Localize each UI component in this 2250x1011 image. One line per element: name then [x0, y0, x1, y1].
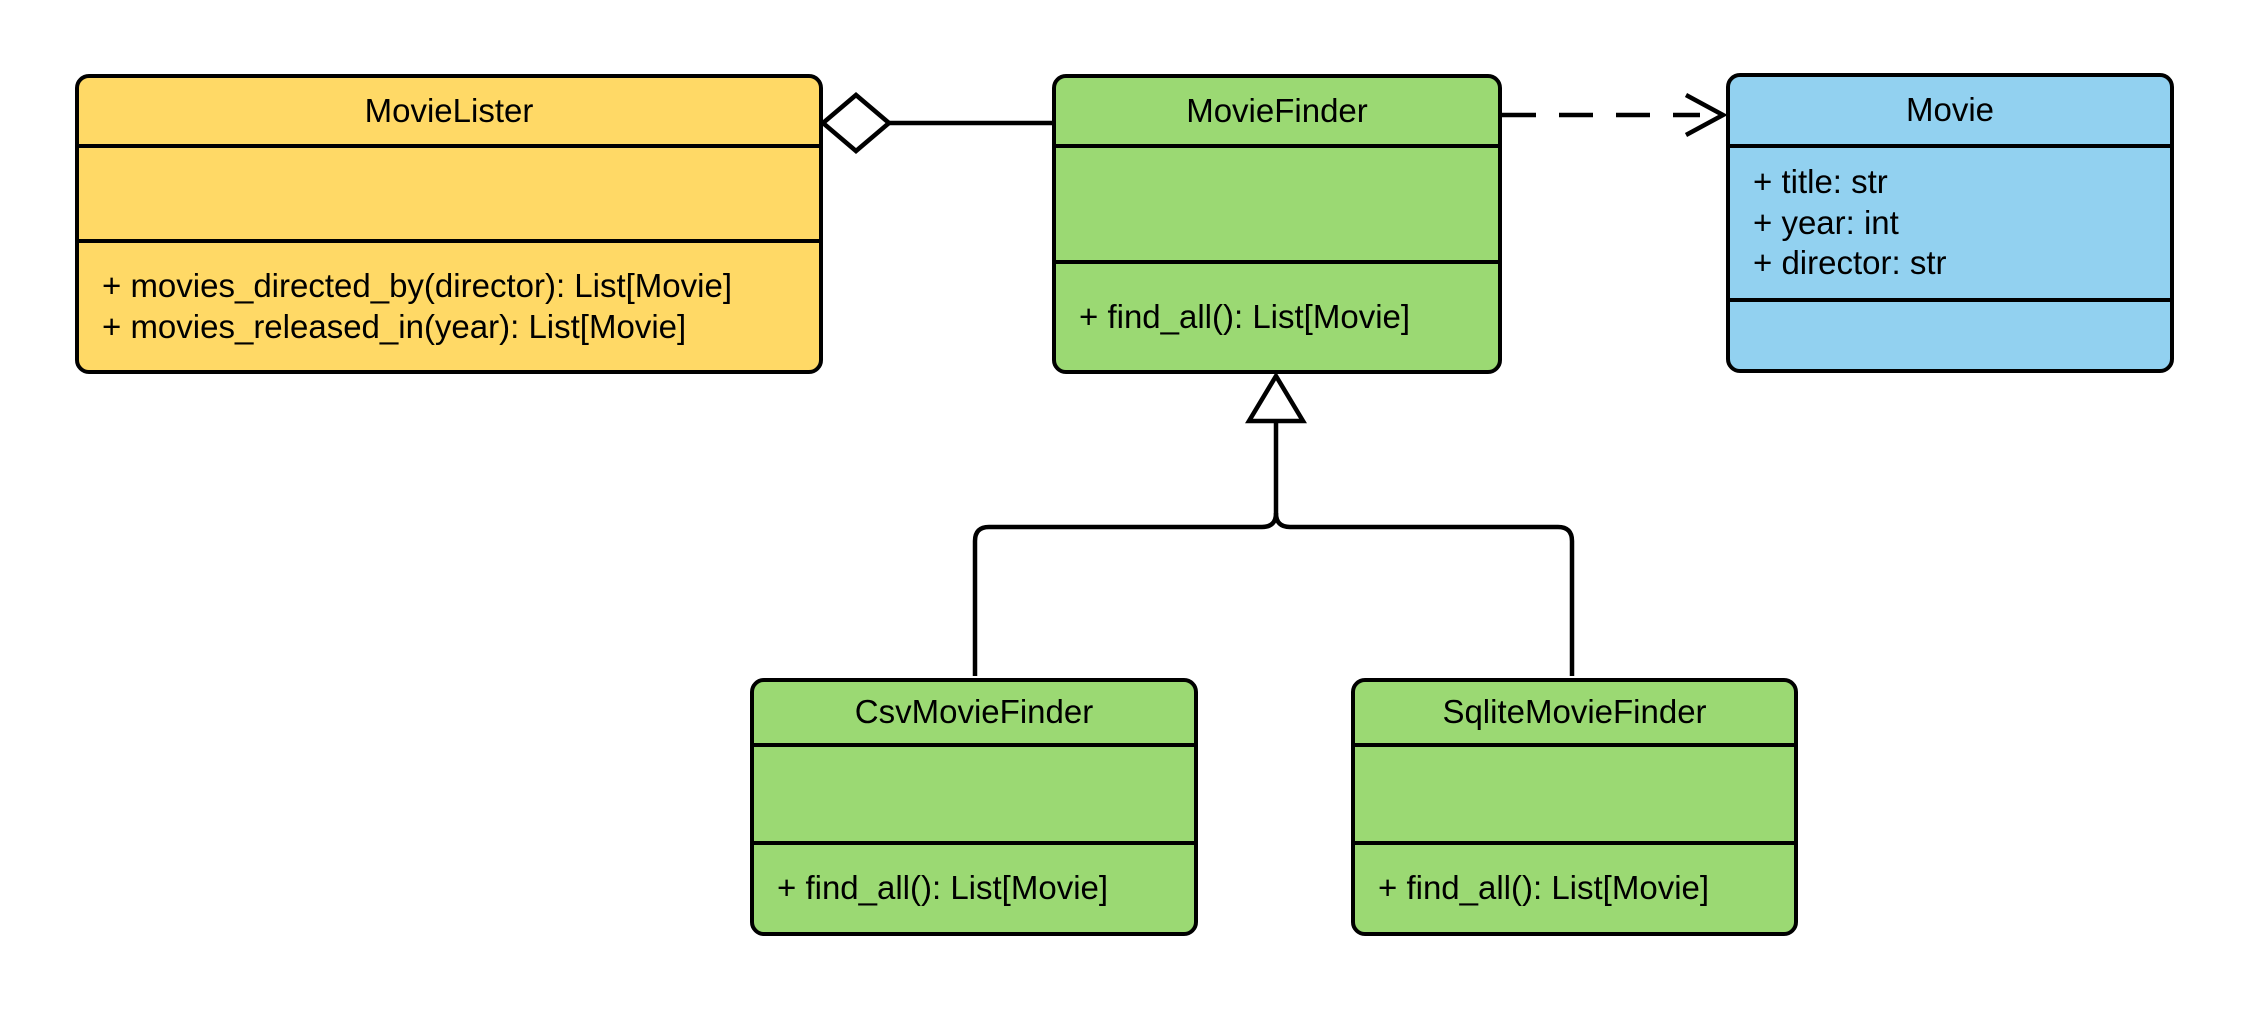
- class-sqlitemoviefinder-attributes: [1355, 743, 1794, 841]
- class-moviefinder-methods: + find_all(): List[Movie]: [1056, 260, 1498, 370]
- generalization-triangle: [1245, 371, 1307, 424]
- class-csvmoviefinder: CsvMovieFinder + find_all(): List[Movie]: [750, 678, 1198, 936]
- class-movielister: MovieLister + movies_directed_by(directo…: [75, 74, 823, 374]
- dependency-arrowhead: [1684, 93, 1728, 137]
- class-movie: Movie + title: str + year: int + directo…: [1726, 73, 2174, 373]
- class-movielister-methods: + movies_directed_by(director): List[Mov…: [79, 239, 819, 370]
- class-sqlitemoviefinder-title: SqliteMovieFinder: [1442, 693, 1707, 731]
- class-csvmoviefinder-attributes: [754, 743, 1194, 841]
- class-moviefinder: MovieFinder + find_all(): List[Movie]: [1052, 74, 1502, 374]
- class-movie-methods: [1730, 298, 2170, 369]
- class-sqlitemoviefinder-methods: + find_all(): List[Movie]: [1355, 841, 1794, 932]
- generalization-connector-left: [972, 421, 1279, 676]
- class-movielister-title: MovieLister: [364, 91, 534, 129]
- class-csvmoviefinder-title: CsvMovieFinder: [854, 693, 1094, 731]
- class-csvmoviefinder-methods: + find_all(): List[Movie]: [754, 841, 1194, 932]
- generalization-connector-right: [1273, 512, 1575, 676]
- class-movie-attributes: + title: str + year: int + director: str: [1730, 144, 2170, 298]
- class-sqlitemoviefinder: SqliteMovieFinder + find_all(): List[Mov…: [1351, 678, 1798, 936]
- class-movie-title: Movie: [1905, 91, 1995, 129]
- class-movielister-attributes: [79, 144, 819, 239]
- aggregation-diamond: [819, 92, 893, 154]
- class-moviefinder-title: MovieFinder: [1186, 91, 1368, 129]
- class-moviefinder-attributes: [1056, 144, 1498, 260]
